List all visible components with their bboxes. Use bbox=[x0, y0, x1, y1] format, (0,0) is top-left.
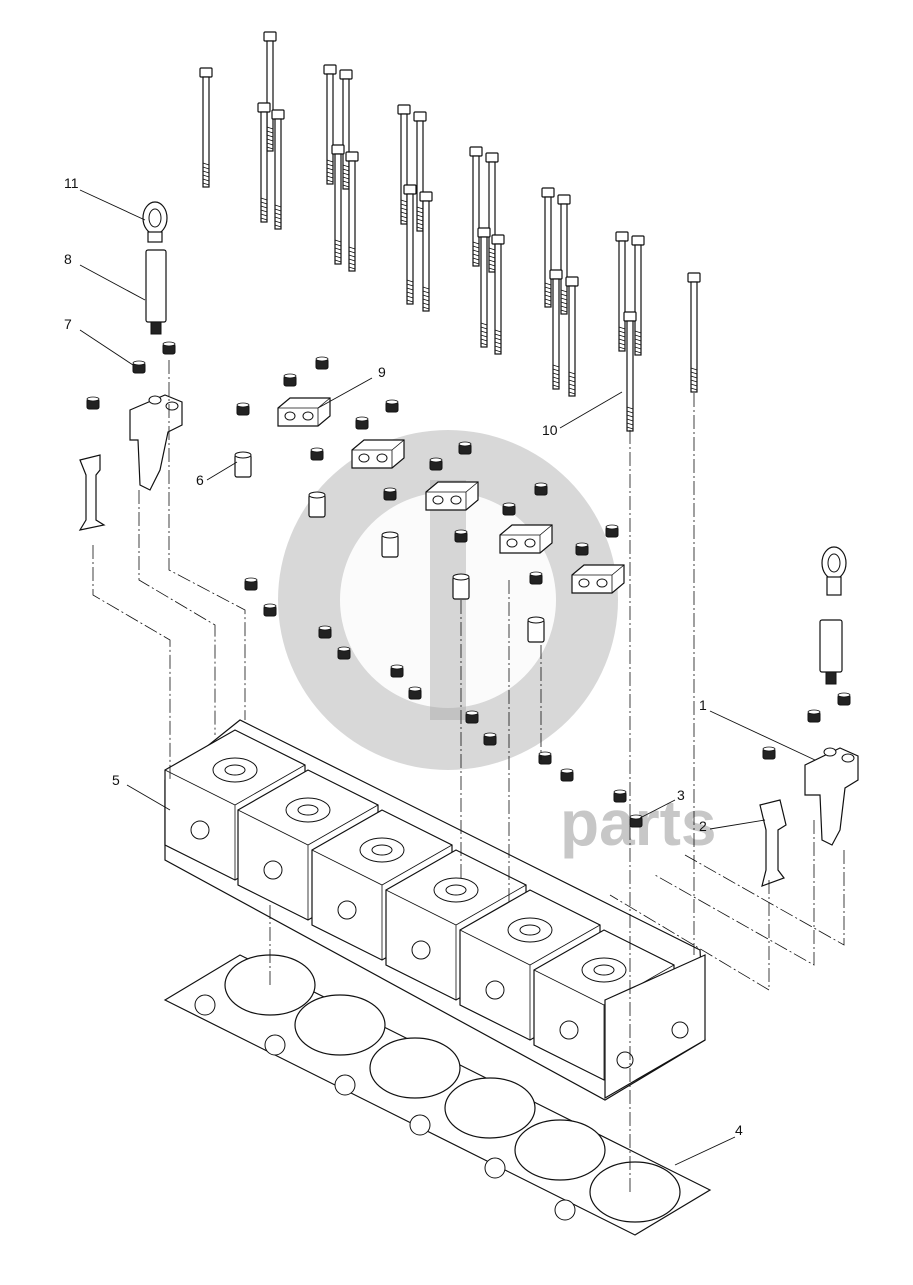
callout-4: 4 bbox=[735, 1122, 743, 1138]
callout-3: 3 bbox=[677, 787, 685, 803]
callout-10: 9 bbox=[378, 364, 386, 380]
rocker-bracket-right bbox=[759, 747, 859, 887]
lifting-eye-right bbox=[819, 546, 847, 685]
callout-5: 5 bbox=[112, 772, 120, 788]
leader-lines bbox=[79, 189, 816, 1166]
cylinder-head-gasket bbox=[163, 954, 712, 1236]
callout-9: 11 bbox=[64, 175, 79, 191]
callout-8: 8 bbox=[64, 251, 72, 267]
callout-1: 1 bbox=[699, 697, 707, 713]
callout-7: 7 bbox=[64, 316, 72, 332]
assembly-lines bbox=[92, 360, 845, 1195]
cylinder-head-bolts bbox=[199, 31, 701, 432]
callout-2: 2 bbox=[699, 818, 707, 834]
lifting-eye-left bbox=[142, 201, 168, 335]
rocker-bracket-left bbox=[78, 394, 183, 531]
callout-labels: 11 8 7 6 9 10 5 1 2 3 4 bbox=[64, 175, 743, 1138]
callout-11: 10 bbox=[542, 422, 558, 438]
callout-6: 6 bbox=[196, 472, 204, 488]
